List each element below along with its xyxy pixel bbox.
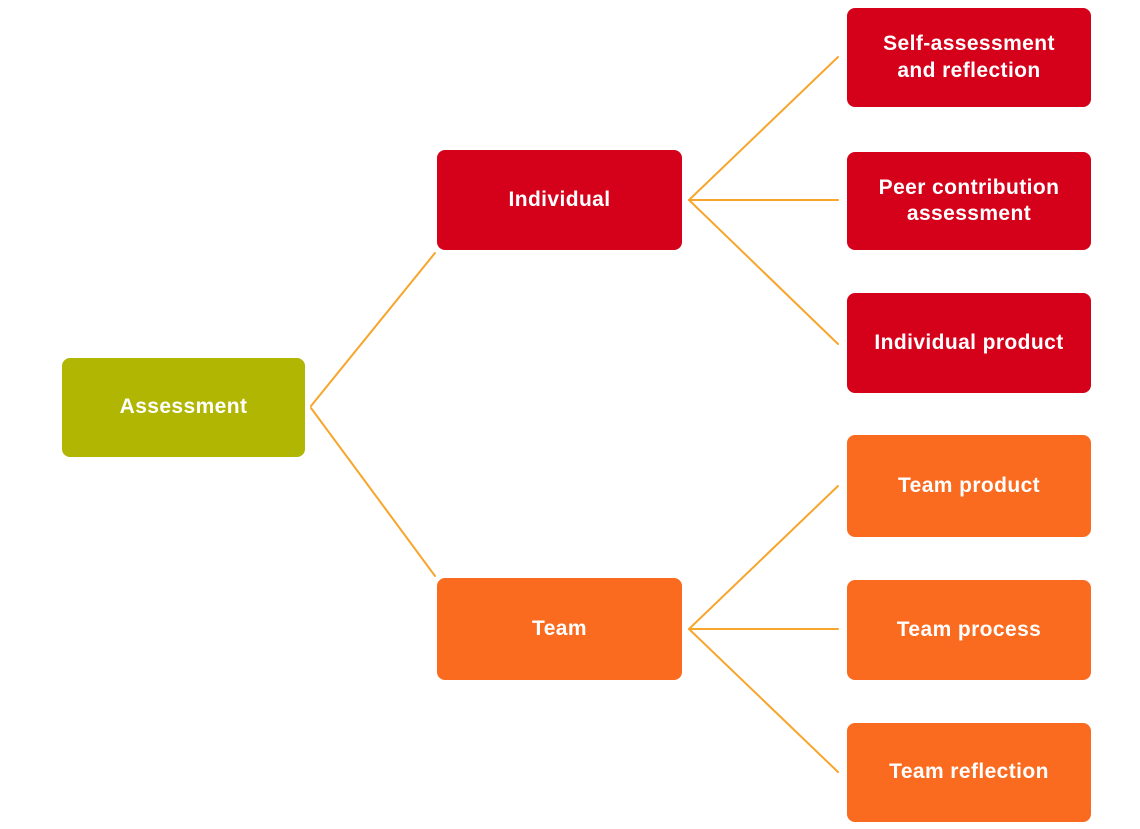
connector-team-reflection [688, 628, 839, 773]
node-individual-product-label: Individual product [874, 330, 1064, 354]
node-peer-contribution-label: Peer contribution assessment [878, 175, 1060, 225]
node-peer-contribution-assessment[interactable]: Peer contribution assessment [847, 152, 1091, 250]
node-assessment[interactable]: Assessment [62, 358, 305, 457]
connector-root-team [310, 407, 436, 577]
node-self-assessment-label: Self-assessment and reflection [883, 32, 1055, 82]
connector-root-individual [310, 252, 436, 407]
node-individual[interactable]: Individual [437, 150, 682, 250]
node-team-product[interactable]: Team product [847, 435, 1091, 537]
node-individual-product[interactable]: Individual product [847, 293, 1091, 393]
node-assessment-label: Assessment [119, 395, 248, 419]
connector-team-product [688, 485, 839, 630]
node-team-product-label: Team product [897, 473, 1041, 497]
node-team[interactable]: Team [437, 578, 682, 680]
connector-individual-product [688, 199, 839, 345]
node-team-reflection-label: Team reflection [889, 760, 1049, 784]
node-individual-label: Individual [508, 187, 611, 211]
connector-individual-self [688, 56, 839, 201]
node-team-reflection[interactable]: Team reflection [847, 723, 1091, 822]
node-team-label: Team [532, 616, 587, 640]
node-team-process[interactable]: Team process [847, 580, 1091, 680]
node-team-process-label: Team process [896, 617, 1042, 641]
node-self-assessment-and-reflection[interactable]: Self-assessment and reflection [847, 8, 1091, 107]
